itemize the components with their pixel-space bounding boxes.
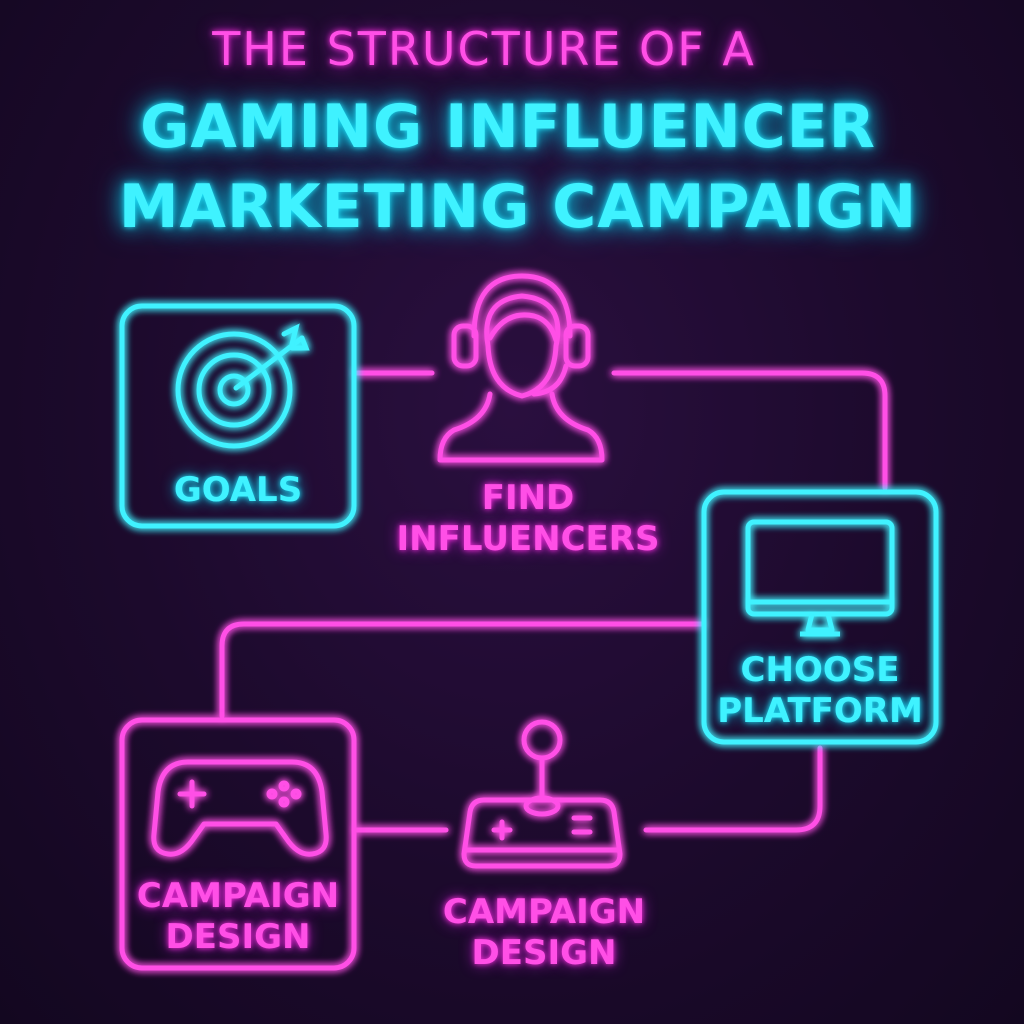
connector-platform-campaign xyxy=(219,621,705,719)
joystick-step-line-1: CAMPAIGN xyxy=(442,892,646,932)
choose-platform-line-2: PLATFORM xyxy=(717,690,923,731)
find-influencers-line-2: INFLUENCERS xyxy=(396,518,660,559)
platform-box xyxy=(701,489,939,745)
choose-platform-label: CHOOSE PLATFORM xyxy=(704,650,936,732)
title-line-2: GAMING INFLUENCER xyxy=(140,92,876,162)
goals-box xyxy=(119,303,357,529)
connector-influencers-platform xyxy=(611,370,888,491)
headset-person-icon xyxy=(437,273,605,463)
joystick-step-line-2: DESIGN xyxy=(471,932,617,973)
campaign-design-line-2: DESIGN xyxy=(165,916,311,957)
goals-label: GOALS xyxy=(173,470,303,510)
monitor-icon xyxy=(745,519,895,637)
find-influencers-label: FIND INFLUENCERS xyxy=(378,478,678,560)
title-line-3: MARKETING CAMPAIGN xyxy=(118,172,918,242)
campaign-design-line-1: CAMPAIGN xyxy=(136,876,340,916)
joystick-icon xyxy=(461,719,623,869)
target-icon xyxy=(175,323,310,449)
campaign-design-box xyxy=(119,717,357,971)
campaign-design-label: CAMPAIGN DESIGN xyxy=(122,876,354,958)
gamepad-icon xyxy=(151,759,329,857)
find-influencers-line-1: FIND xyxy=(481,478,575,518)
connector-platform-joystick xyxy=(643,745,823,833)
title-line-1: THE STRUCTURE OF A xyxy=(212,22,756,76)
joystick-step-label: CAMPAIGN DESIGN xyxy=(394,892,694,974)
choose-platform-line-1: CHOOSE xyxy=(740,650,900,690)
connector-lines xyxy=(219,370,888,833)
